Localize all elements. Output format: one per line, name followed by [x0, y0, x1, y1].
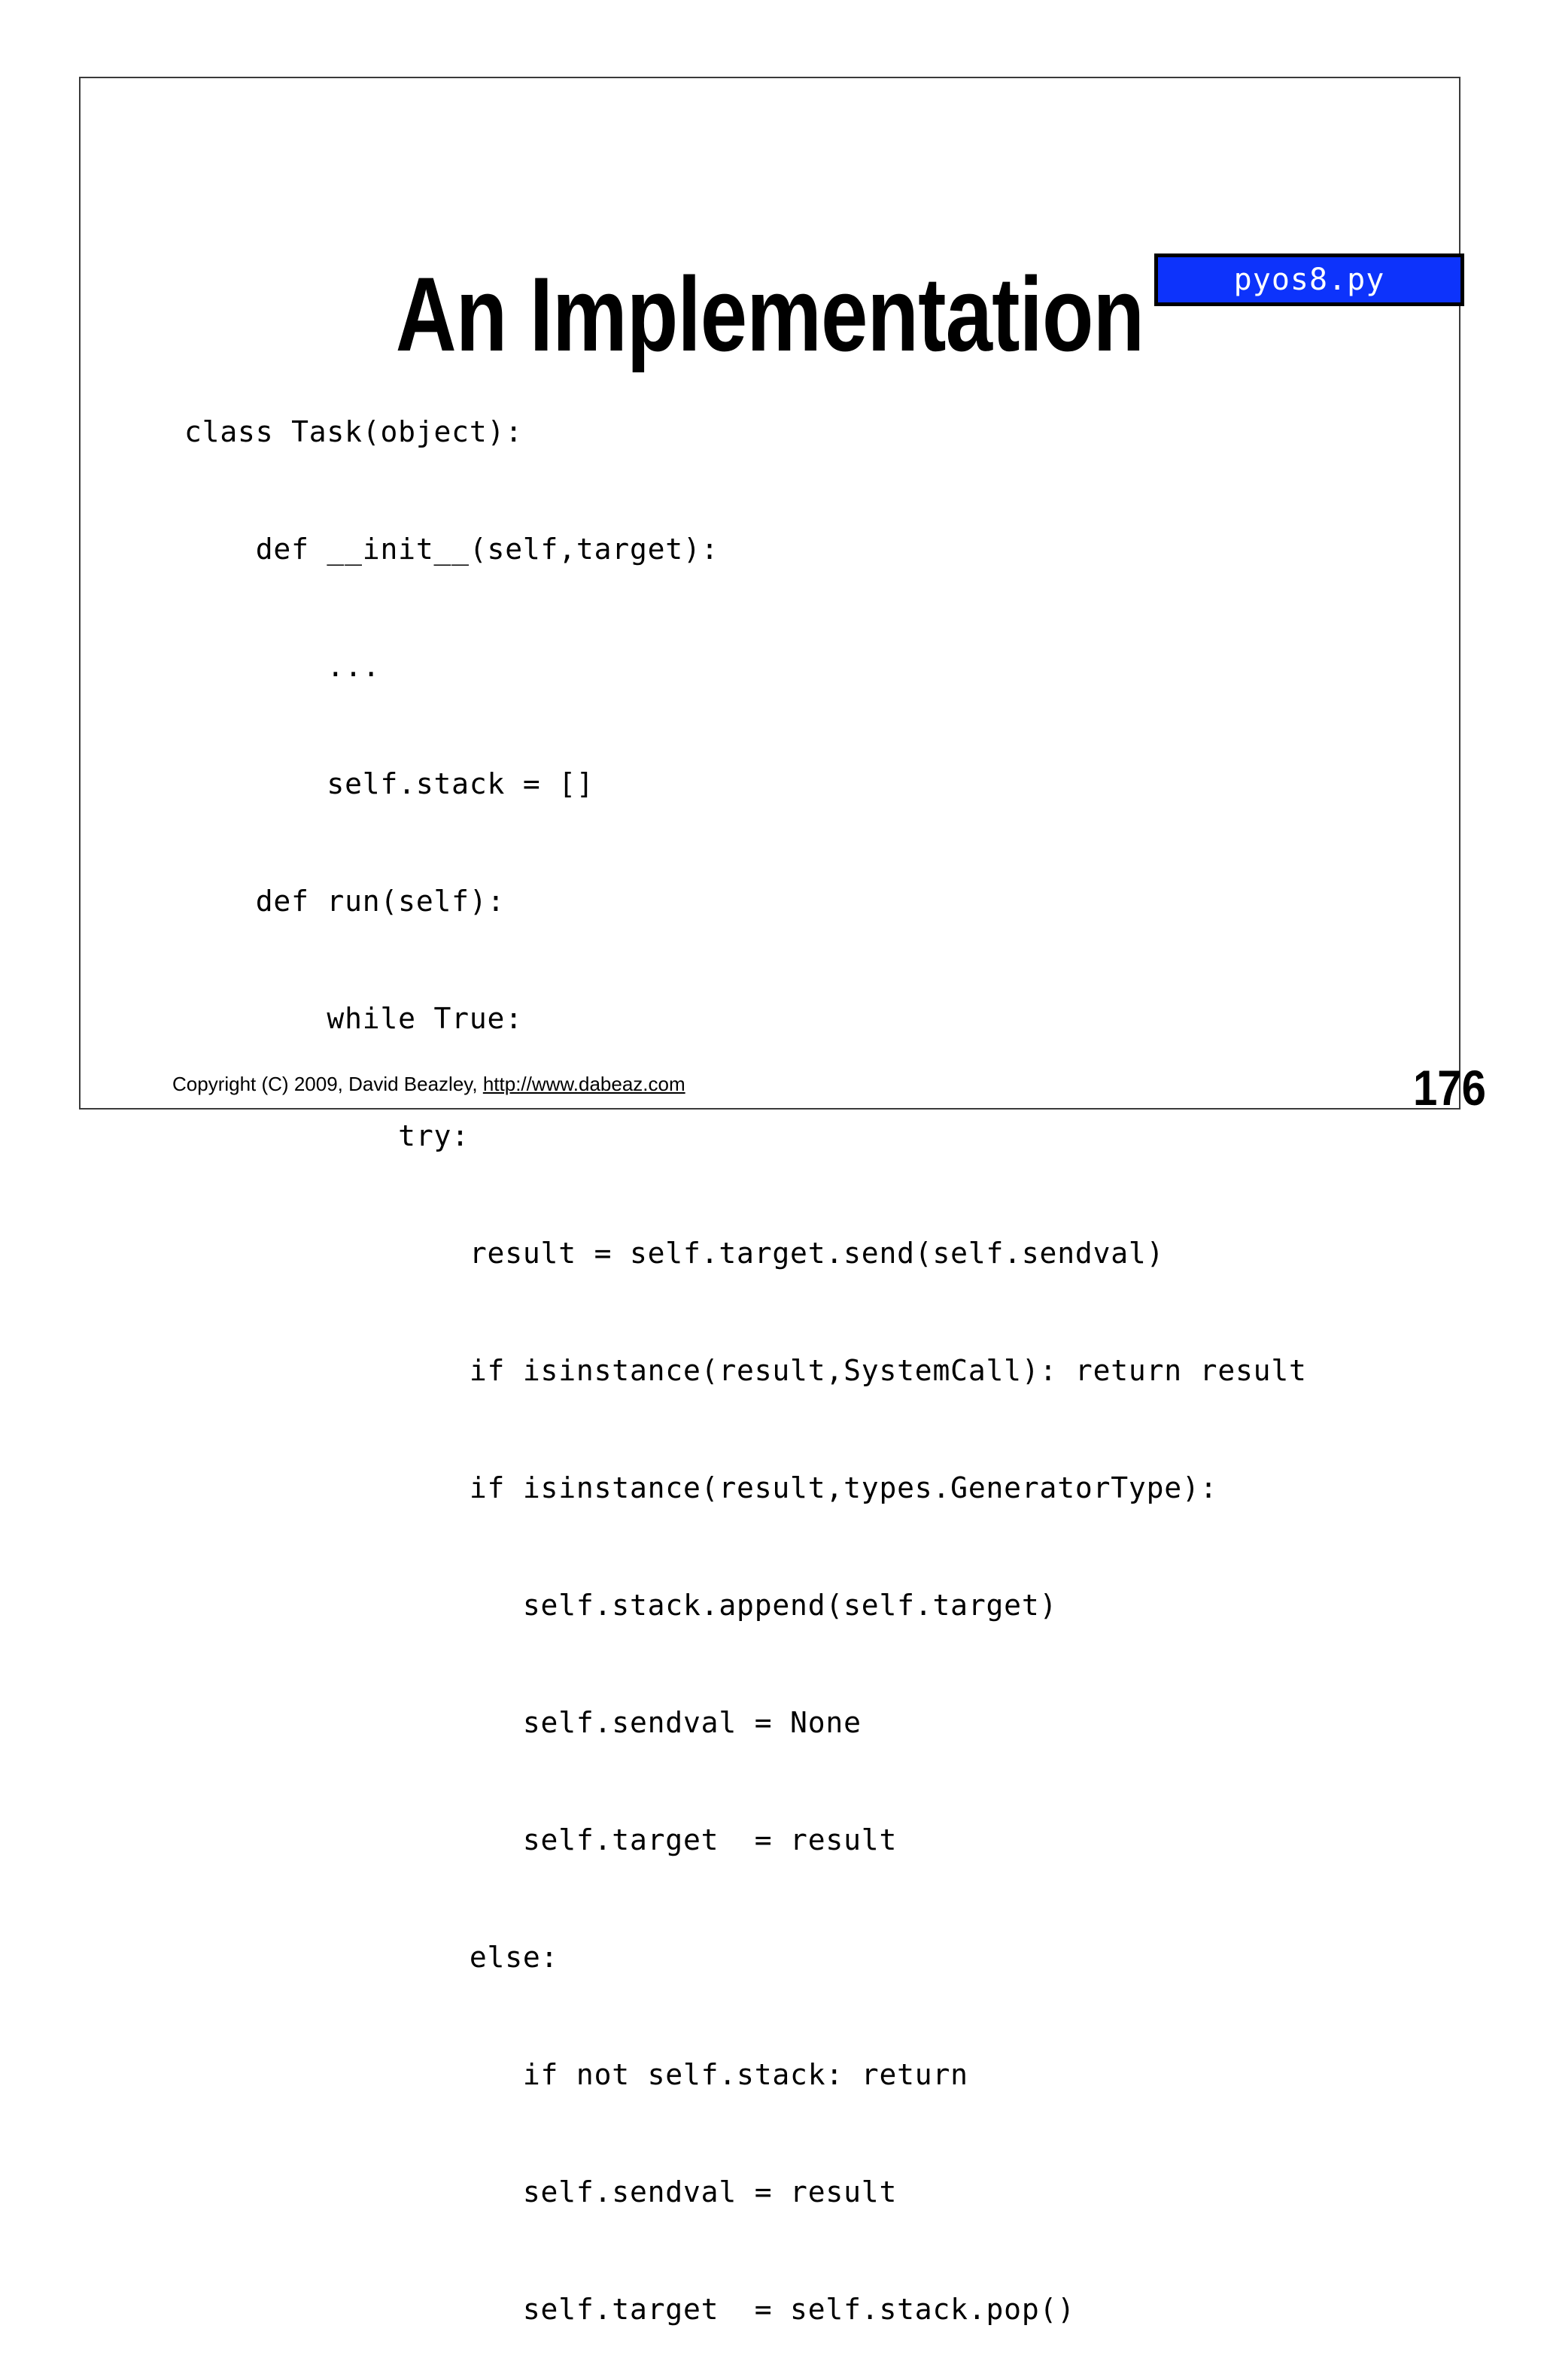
code-line: class Task(object):	[184, 415, 523, 448]
code-line: self.stack = []	[184, 767, 594, 800]
copyright-text: Copyright (C) 2009, David Beazley,	[172, 1073, 483, 1095]
code-line: else:	[184, 1941, 559, 1974]
code-listing: class Task(object): def __init__(self,ta…	[184, 334, 1307, 2380]
code-line: result = self.target.send(self.sendval)	[184, 1237, 1165, 1270]
code-line: self.stack.append(self.target)	[184, 1589, 1058, 1622]
filename-badge-label: pyos8.py	[1233, 263, 1385, 297]
code-line: ...	[184, 650, 381, 683]
slide-frame: An Implementation class Task(object): de…	[79, 77, 1460, 2326]
page-title: An Implementation	[395, 254, 1144, 373]
code-line: def __init__(self,target):	[184, 533, 719, 566]
code-line: self.target = result	[184, 1823, 898, 1856]
code-line: self.sendval = None	[184, 1706, 862, 1739]
code-line: self.sendval = result	[184, 2175, 898, 2208]
code-line: while True:	[184, 1002, 523, 1035]
code-line: self.target = self.stack.pop()	[184, 2293, 1075, 2326]
code-line: def run(self):	[184, 885, 506, 918]
code-line: if isinstance(result,types.GeneratorType…	[184, 1471, 1218, 1504]
code-line: if not self.stack: return	[184, 2058, 968, 2091]
footer-copyright: Copyright (C) 2009, David Beazley, http:…	[172, 1073, 685, 1096]
dabeaz-link[interactable]: http://www.dabeaz.com	[482, 1073, 685, 1095]
code-line: if isinstance(result,SystemCall): return…	[184, 1354, 1307, 1387]
page-number: 176	[1413, 1060, 1486, 1116]
filename-badge: pyos8.py	[1154, 253, 1464, 306]
code-line: try:	[184, 1119, 470, 1152]
